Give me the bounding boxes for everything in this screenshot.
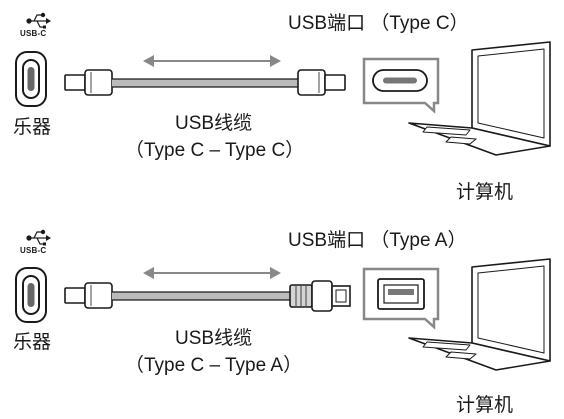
usb-c-port-icon (15, 51, 47, 107)
diagram-panel-type-c: USB-C USB端口 （Type C） 乐器 USB线缆 （Type C – … (13, 12, 551, 203)
usb-c-plug-icon (64, 282, 113, 309)
usb-c-port-icon (15, 267, 47, 323)
usb-c-socket-icon (362, 57, 440, 114)
cable-label: USB线缆 (175, 113, 253, 134)
instrument-label: 乐器 (13, 332, 52, 353)
diagram-panel-type-a: USB-C USB端口 （Type A） 乐器 USB线缆 （Type C – … (0, 209, 564, 419)
usb-a-socket-icon (362, 267, 440, 330)
usb-c-symbol-text: USB-C (20, 29, 47, 38)
laptop-icon (408, 41, 551, 156)
computer-label: 计算机 (456, 182, 514, 203)
double-arrow-icon (143, 55, 281, 67)
cable-type-label: （Type C – Type C） (125, 140, 305, 161)
computer-label: 计算机 (456, 395, 514, 416)
usb-a-plug-icon (289, 280, 351, 312)
usb-c-symbol-text: USB-C (20, 246, 47, 255)
usb-port-label: USB端口 （Type A） (288, 230, 467, 251)
instrument-label: 乐器 (13, 117, 52, 138)
usb-cable-icon (112, 291, 290, 301)
usb-c-plug-icon (64, 69, 113, 96)
laptop-icon (408, 258, 551, 371)
double-arrow-icon (143, 267, 281, 279)
usb-port-label: USB端口 （Type C） (288, 13, 469, 34)
usb-symbol-icon (26, 12, 51, 29)
usb-symbol-icon (26, 229, 51, 246)
panel-c-artwork (15, 12, 551, 156)
cable-type-label: （Type C – Type A） (125, 355, 303, 376)
panel-a-artwork (15, 229, 551, 371)
usb-c-plug-icon (297, 69, 346, 96)
cable-label: USB线缆 (175, 328, 253, 349)
usb-cable-icon (112, 78, 298, 88)
